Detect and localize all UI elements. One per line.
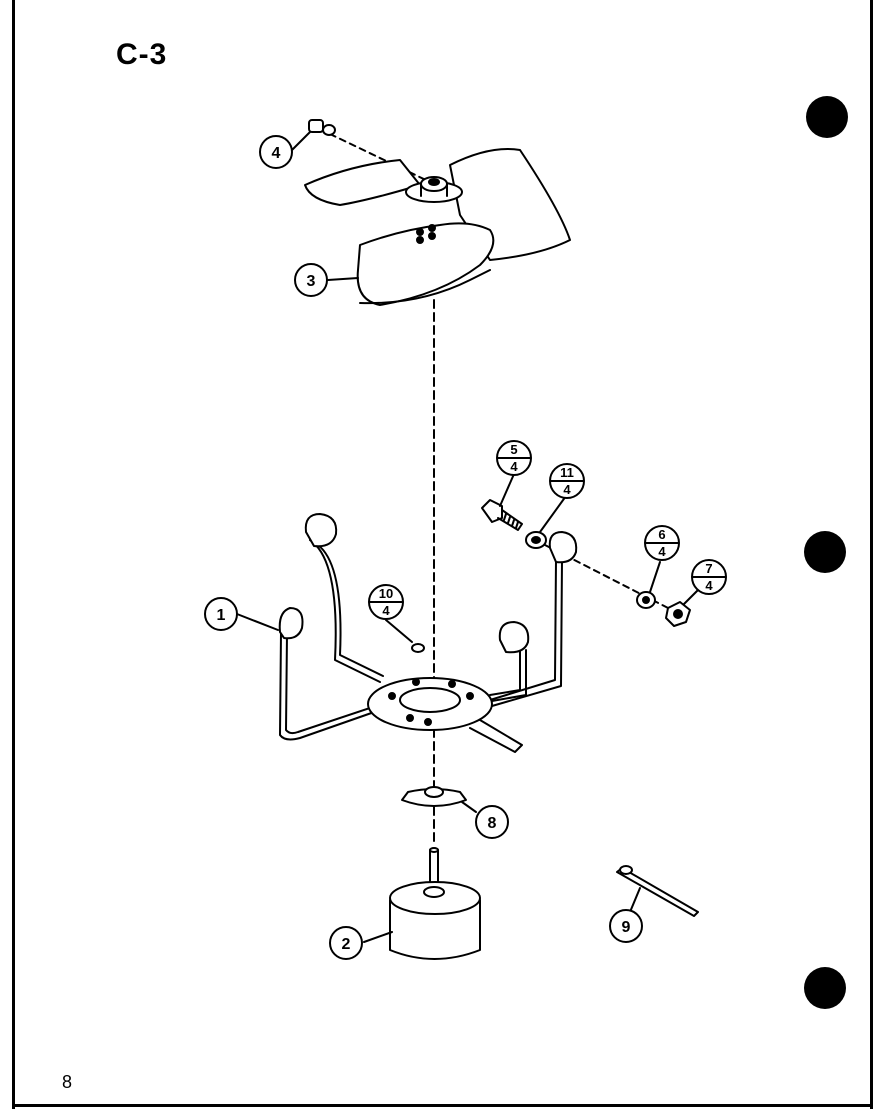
fan-blade-part: [304, 148, 571, 306]
callout-3: 3: [294, 263, 328, 297]
binder-hole-icon: [804, 531, 846, 573]
callout-4: 4: [259, 135, 293, 169]
binder-hole-icon: [806, 96, 848, 138]
hex-nut-part: [665, 601, 691, 627]
flat-washer-part: [636, 591, 656, 609]
callout-number: 5: [510, 442, 517, 457]
page-border-bottom: [12, 1104, 873, 1107]
screw-axis-line: [329, 133, 431, 183]
bolt-part: [481, 499, 523, 531]
callout-number: 11: [560, 465, 574, 480]
callout-quantity: 4: [658, 544, 666, 559]
callout-number: 10: [379, 586, 393, 601]
slinger-part: [401, 786, 467, 807]
callout-quantity: 4: [510, 459, 518, 474]
callout-number: 6: [658, 527, 665, 542]
callout-1: 1: [204, 597, 238, 631]
diagram-title: C-3: [116, 38, 168, 71]
page-border-left: [12, 0, 15, 1109]
callout-5: 5 4: [496, 440, 532, 476]
callout-number: 9: [622, 919, 631, 936]
callout-10: 10 4: [368, 584, 404, 620]
callout-7: 7 4: [691, 559, 727, 595]
motor-mount-bracket-part: [278, 513, 578, 753]
fan-screw-part: [308, 119, 336, 136]
callout-number: 7: [705, 561, 712, 576]
callout-number: 8: [488, 815, 497, 832]
callout-number: 3: [307, 273, 316, 290]
callout-8: 8: [475, 805, 509, 839]
page-border-right: [870, 0, 873, 1109]
callout-number: 1: [217, 607, 226, 624]
callout-2: 2: [329, 926, 363, 960]
callout-6: 6 4: [644, 525, 680, 561]
callout-quantity: 4: [705, 578, 713, 593]
mounting-nut-part: [411, 643, 425, 653]
lock-washer-part: [525, 531, 547, 549]
callout-number: 2: [342, 936, 351, 953]
clip-part: [616, 865, 699, 917]
callout-quantity: 4: [563, 482, 571, 497]
callout-number: 4: [272, 145, 281, 162]
binder-hole-icon: [804, 967, 846, 1009]
page-number: 8: [62, 1072, 73, 1092]
callout-9: 9: [609, 909, 643, 943]
fan-motor-part: [389, 847, 481, 960]
callout-11: 11 4: [549, 463, 585, 499]
callout-quantity: 4: [382, 603, 390, 618]
